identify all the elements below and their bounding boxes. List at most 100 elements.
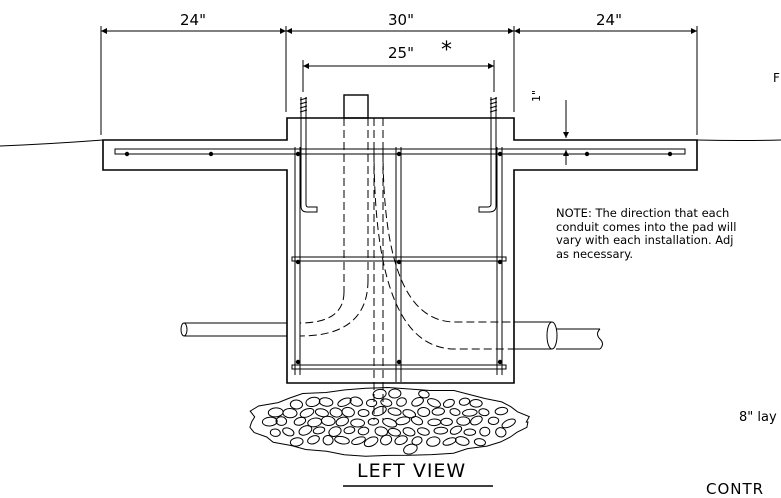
gravel-bed [249, 386, 531, 457]
gravel-stone [293, 416, 307, 426]
gravel-stone [322, 434, 334, 446]
gravel-stone [473, 438, 486, 447]
slab-thickness-label: 1" [530, 89, 543, 102]
gravel-stone [357, 408, 370, 418]
ground-line [0, 139, 781, 147]
gravel-stone [299, 407, 315, 418]
gravel-stone [410, 416, 424, 426]
gravel-stone [394, 435, 408, 446]
gravel-stone [380, 434, 393, 446]
gravel-stone [431, 407, 445, 416]
gravel-stone [267, 407, 284, 418]
gravel-stone [328, 426, 342, 437]
left-conduit [180, 279, 369, 337]
gravel-stone [487, 416, 500, 426]
gravel-stone [371, 405, 387, 417]
gravel-stone [366, 398, 378, 408]
gravel-stone [440, 417, 453, 427]
gravel-stone [298, 425, 313, 436]
concrete-pad-outline [102, 117, 698, 384]
gravel-stone [282, 427, 295, 437]
gravel-stone [418, 389, 430, 399]
gravel-stone [427, 418, 442, 427]
gravel-stone [426, 436, 441, 447]
edge-label-top-right: F [773, 71, 780, 85]
note-line: NOTE: The direction that each [556, 206, 730, 220]
gravel-outline [249, 386, 531, 457]
gravel-stone [387, 407, 402, 416]
gravel-stone [349, 396, 363, 407]
gravel-stone [469, 398, 483, 408]
gravel-stone [442, 437, 457, 446]
gravel-stone [456, 416, 471, 426]
gravel-stone [403, 443, 418, 455]
gravel-stone [442, 398, 455, 408]
gravel-stone [341, 406, 355, 418]
anchor-bolts [299, 97, 498, 213]
gravel-stone [479, 426, 491, 437]
dimension-right-label: 24" [596, 11, 622, 29]
gravel-stone [350, 418, 365, 428]
gravel-stone [380, 398, 393, 407]
gravel-stone [372, 388, 387, 400]
gravel-stone [449, 408, 461, 416]
right-conduit [373, 149, 603, 350]
note-line: conduit comes into the pad will [556, 219, 737, 234]
gravel-stone [367, 417, 380, 426]
gravel-stone [312, 426, 326, 435]
gravel-stone [395, 416, 411, 426]
dimension-left-label: 24" [180, 11, 206, 29]
gravel-stone [335, 416, 349, 427]
gravel-stone [463, 428, 477, 436]
note-line: vary with each installation. Adj [556, 233, 734, 247]
gravel-stone [343, 426, 356, 435]
note-line: as necessary. [556, 246, 634, 261]
gravel-stone [289, 399, 303, 410]
edge-label-lower-right: 8" lay [739, 410, 777, 425]
edge-label-bottom-right: CONTR [706, 480, 765, 498]
gravel-stone [449, 425, 463, 435]
gravel-stone [433, 426, 449, 435]
gravel-stone [382, 417, 398, 428]
gravel-stone [402, 427, 416, 437]
gravel-stone [455, 436, 470, 446]
gravel-stone [387, 427, 401, 437]
gravel-stone [478, 408, 490, 417]
gravel-stone [305, 396, 321, 408]
gravel-stone [411, 396, 424, 407]
view-title: LEFT VIEW [357, 460, 467, 482]
gravel-stone [427, 398, 441, 408]
gravel-stone [289, 437, 304, 447]
gravel-stone [334, 435, 350, 445]
gravel-stone [261, 416, 278, 427]
gravel-stone [374, 426, 389, 437]
gravel-stone [417, 406, 431, 418]
dimension-lines [100, 26, 698, 165]
gravel-stone [462, 408, 478, 417]
gravel-stone [357, 426, 370, 436]
gravel-stone [318, 397, 334, 407]
bolt-spacing-label: 25" [388, 44, 414, 62]
gravel-stone [321, 415, 336, 427]
gravel-stone [388, 388, 402, 399]
gravel-stone [396, 397, 407, 407]
gravel-stone [411, 436, 423, 446]
gravel-stone [470, 415, 483, 426]
installation-note: NOTE: The direction that each conduit co… [556, 206, 781, 261]
gravel-stone [363, 436, 379, 448]
gravel-stone [417, 427, 430, 436]
bolt-spacing-mark: * [441, 38, 452, 63]
gravel-stone [495, 427, 507, 438]
rebar-cage [291, 147, 507, 382]
gravel-stone [458, 397, 471, 406]
gravel-stone [351, 436, 366, 446]
gravel-stone [494, 406, 509, 416]
gravel-stone [282, 407, 298, 419]
dimension-center-label: 30" [388, 11, 414, 29]
gravel-stone [307, 435, 320, 445]
gravel-stone [501, 418, 516, 429]
gravel-stone [275, 416, 288, 426]
gravel-stone [269, 428, 281, 437]
gravel-stone [314, 408, 329, 418]
